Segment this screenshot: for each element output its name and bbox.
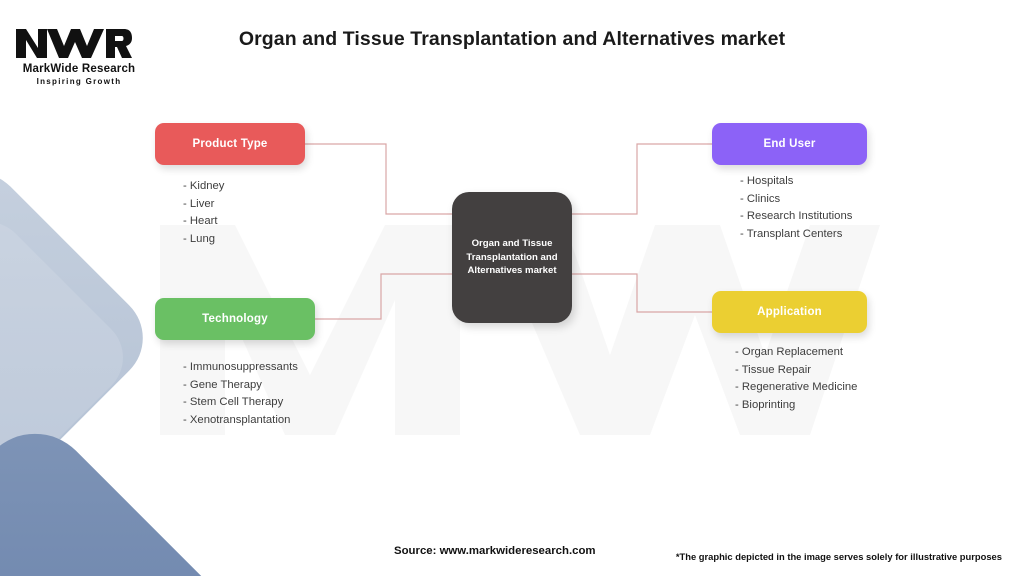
disclaimer-text: *The graphic depicted in the image serve… <box>675 551 1002 562</box>
hub-line-1: Organ and Tissue <box>471 237 553 249</box>
list-item: - Regenerative Medicine <box>735 381 858 394</box>
company-logo: MarkWide Research Inspiring Growth <box>14 22 144 86</box>
page-title: Organ and Tissue Transplantation and Alt… <box>238 28 786 50</box>
hub-node: Organ and Tissue Transplantation and Alt… <box>452 192 572 323</box>
branch-header-product-type[interactable]: Product Type <box>155 123 305 165</box>
branch-items-technology: - Immunosuppressants - Gene Therapy - St… <box>183 359 298 429</box>
list-item: - Organ Replacement <box>735 346 843 358</box>
list-item: - Xenotransplantation <box>183 413 291 426</box>
logo-company-name: MarkWide Research <box>22 63 136 75</box>
hub-line-2: Transplantation and <box>466 251 558 263</box>
list-item: - Bioprinting <box>735 398 796 411</box>
list-item: - Tissue Repair <box>735 363 811 376</box>
list-item: - Clinics <box>740 192 781 205</box>
branch-header-application[interactable]: Application <box>712 291 867 333</box>
hub-label: Organ and Tissue Transplantation and Alt… <box>466 237 557 279</box>
source-text: Source: www.markwideresearch.com <box>394 545 596 557</box>
list-item: - Research Institutions <box>740 210 853 223</box>
connector-end-user <box>572 143 712 215</box>
branch-header-technology[interactable]: Technology <box>155 298 315 340</box>
list-item: - Gene Therapy <box>183 378 262 391</box>
list-item: - Liver <box>183 197 215 210</box>
branch-label-end-user: End User <box>763 138 816 150</box>
connector-technology <box>315 273 452 320</box>
branch-items-end-user: - Hospitals - Clinics - Research Institu… <box>740 173 852 243</box>
list-item: - Transplant Centers <box>740 227 843 240</box>
branch-items-application: - Organ Replacement - Tissue Repair - Re… <box>735 344 857 414</box>
logo-tagline: Inspiring Growth <box>36 77 122 87</box>
connector-product-type <box>305 143 452 215</box>
mwr-monogram-icon <box>16 29 132 58</box>
list-item: - Lung <box>183 232 216 245</box>
branch-label-technology: Technology <box>202 313 268 325</box>
branch-label-product-type: Product Type <box>192 138 268 150</box>
branch-label-application: Application <box>757 306 822 318</box>
list-item: - Hospitals <box>740 175 794 187</box>
hub-line-3: Alternatives market <box>467 265 557 277</box>
connector-application <box>572 273 712 313</box>
list-item: - Heart <box>183 215 218 228</box>
list-item: - Kidney <box>183 180 225 192</box>
branch-items-product-type: - Kidney - Liver - Heart - Lung <box>183 178 224 248</box>
branch-header-end-user[interactable]: End User <box>712 123 867 165</box>
list-item: - Stem Cell Therapy <box>183 396 284 409</box>
list-item: - Immunosuppressants <box>183 361 298 373</box>
